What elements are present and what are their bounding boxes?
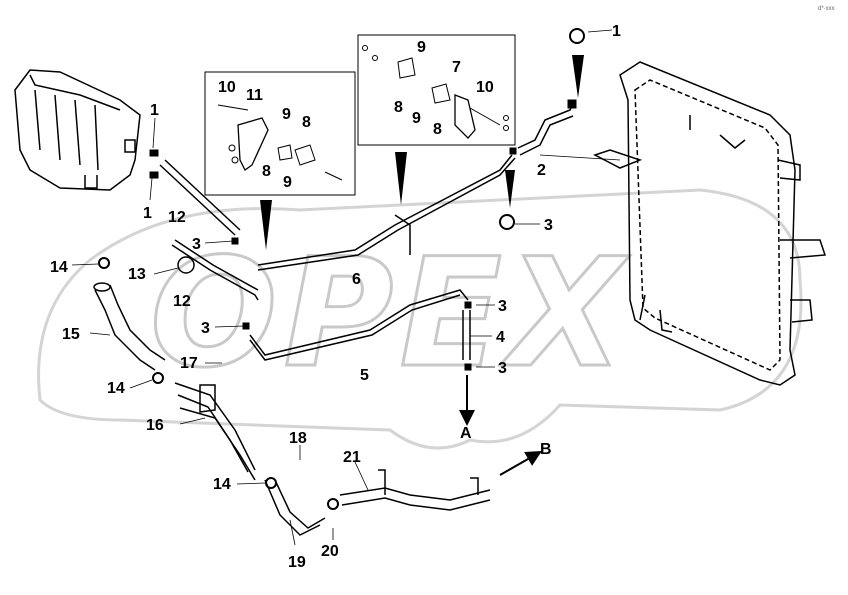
watermark-text: OPEX <box>150 227 630 401</box>
pointer-triangles <box>260 55 584 250</box>
callout-c2: 2 <box>537 162 546 179</box>
callout-c8c: 8 <box>394 99 403 116</box>
callout-c5: 5 <box>360 367 369 384</box>
callout-c14b: 14 <box>107 380 125 397</box>
callout-c21: 21 <box>343 449 361 466</box>
callout-c3a: 3 <box>544 217 553 234</box>
callout-c8a: 8 <box>262 163 271 180</box>
callout-c7: 7 <box>452 59 461 76</box>
callout-c15: 15 <box>62 326 80 343</box>
callout-c9c: 9 <box>417 39 426 56</box>
callout-c8b: 8 <box>302 114 311 131</box>
callout-c9d: 9 <box>412 110 421 127</box>
callout-c16: 16 <box>146 417 164 434</box>
callout-c12b: 12 <box>173 293 191 310</box>
callout-c14a: 14 <box>50 259 68 276</box>
callout-c3b: 3 <box>192 236 201 253</box>
callout-c9b: 9 <box>283 174 292 191</box>
callout-c4: 4 <box>496 329 505 346</box>
callout-c18: 18 <box>289 430 307 447</box>
callout-c1a: 1 <box>612 23 621 40</box>
callout-c11: 11 <box>246 87 263 104</box>
callout-c19: 19 <box>288 554 306 571</box>
callout-c6: 6 <box>352 271 361 288</box>
arrow-b <box>499 451 542 476</box>
callout-cA: A <box>460 425 472 442</box>
callout-c1c: 1 <box>143 205 152 222</box>
detail-box-left <box>204 71 356 196</box>
leader-lines <box>71 29 621 546</box>
callout-c8d: 8 <box>433 121 442 138</box>
callout-c3d: 3 <box>498 298 507 315</box>
callout-c10b: 10 <box>476 79 494 96</box>
callout-c1b: 1 <box>150 102 159 119</box>
direction-arrows <box>459 375 542 476</box>
callout-c12a: 12 <box>168 209 186 226</box>
radiator <box>593 61 827 386</box>
callout-c20: 20 <box>321 543 339 560</box>
corner-code: d*·xxx <box>818 6 835 12</box>
callout-c14c: 14 <box>213 476 231 493</box>
callout-c17: 17 <box>180 355 198 372</box>
callout-cB: B <box>540 441 552 458</box>
clamps <box>98 28 585 510</box>
watermark: OPEX <box>37 188 803 450</box>
callout-c10a: 10 <box>218 79 236 96</box>
callout-c3c: 3 <box>201 320 210 337</box>
detail-box-center <box>357 34 516 146</box>
callout-c3e: 3 <box>498 360 507 377</box>
expansion-tank <box>14 69 141 191</box>
callout-c9a: 9 <box>282 106 291 123</box>
callout-c13: 13 <box>128 266 146 283</box>
